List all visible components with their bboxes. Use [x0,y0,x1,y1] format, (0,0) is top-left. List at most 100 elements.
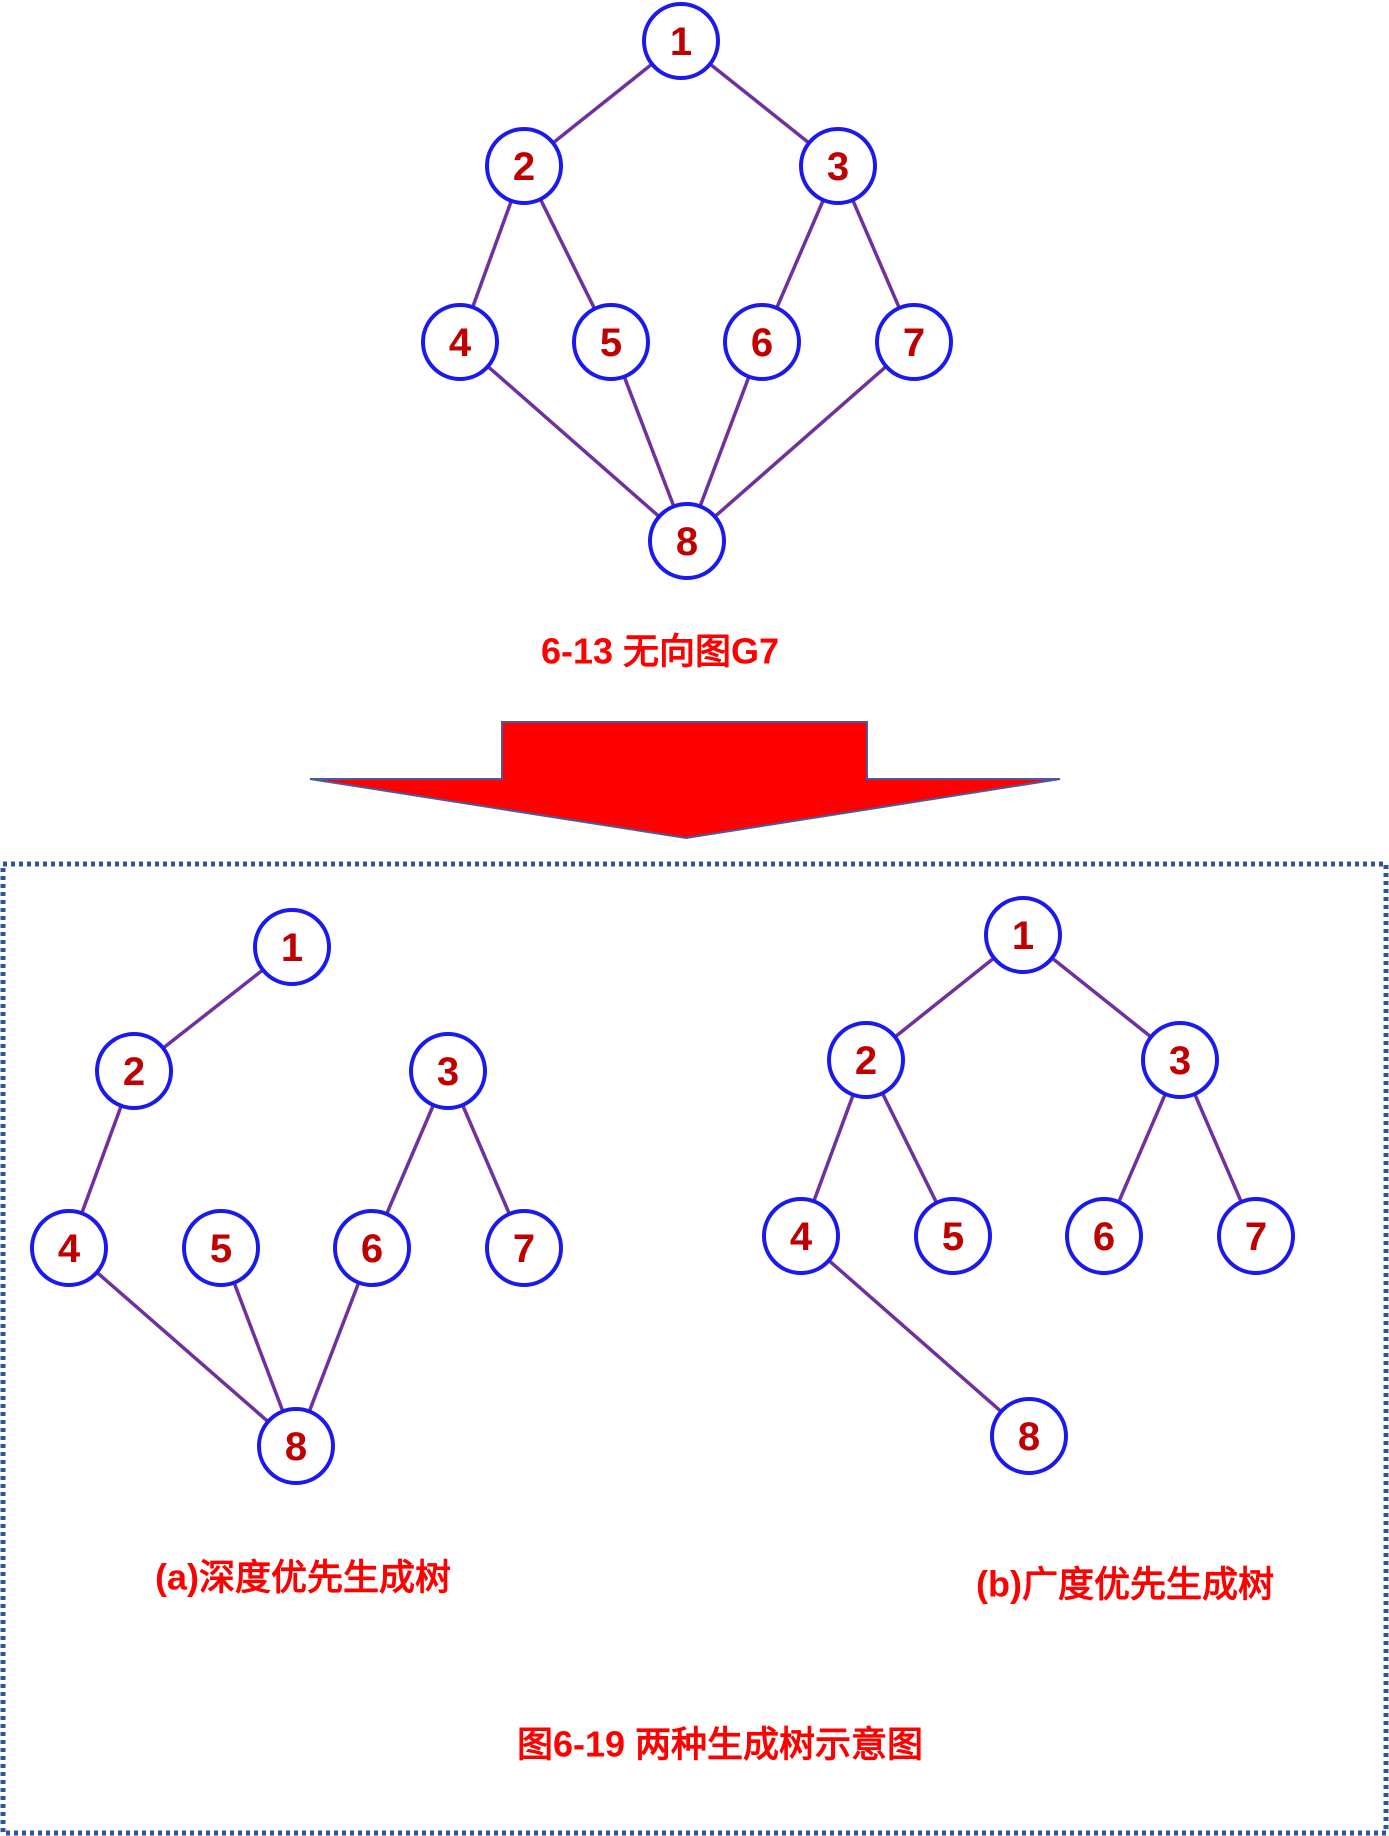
bfs-tree-caption: (b)广度优先生成树 [976,1564,1274,1605]
g7-edge-5-8 [622,375,676,508]
g7-node-label-4: 4 [449,321,472,365]
bfs-edge-2-4 [812,1094,855,1202]
bfs-edge-4-8 [827,1259,1003,1413]
bfs-node-label-8: 8 [1018,1415,1040,1459]
bfs-node-7: 7 [1217,1197,1295,1275]
bfs-node-label-2: 2 [855,1039,877,1083]
dfs-node-circle-3 [409,1032,487,1110]
g7-node-label-3: 3 [827,145,849,189]
bfs-node-circle-5 [914,1197,992,1275]
dfs-node-label-2: 2 [123,1050,145,1094]
dfs-node-circle-5 [182,1209,260,1287]
bfs-node-6: 6 [1065,1197,1143,1275]
g7-node-label-8: 8 [676,520,698,564]
dfs-node-label-6: 6 [361,1227,383,1271]
g7-node-circle-7 [875,303,953,381]
g7-node-8: 8 [648,502,726,580]
g7-node-6: 6 [723,303,801,381]
dfs-node-label-3: 3 [437,1050,459,1094]
g7-edge-7-8 [713,365,888,518]
dfs-node-circle-8 [257,1407,335,1485]
g7-node-circle-1 [642,2,720,80]
bfs-node-3: 3 [1141,1021,1219,1099]
bfs-tree-edges [812,956,1243,1413]
bfs-node-label-6: 6 [1093,1215,1115,1259]
bfs-node-circle-3 [1141,1021,1219,1099]
bfs-tree-nodes: 1 2 3 4 5 6 7 8 [762,896,1295,1475]
dfs-edge-2-4 [80,1105,123,1214]
g7-node-circle-6 [723,303,801,381]
g7-node-label-1: 1 [670,20,692,64]
graph-g7-caption: 6-13 无向图G7 [541,631,779,672]
dfs-node-label-8: 8 [285,1425,307,1469]
bfs-edge-3-6 [1117,1093,1167,1203]
bfs-edge-1-2 [893,956,996,1039]
g7-node-1: 1 [642,2,720,80]
dfs-node-circle-2 [95,1032,173,1110]
g7-node-label-7: 7 [903,321,925,365]
bfs-edge-2-5 [880,1092,939,1204]
dfs-edge-8-6 [307,1281,361,1413]
g7-edge-2-5 [538,198,597,310]
dfs-node-6: 6 [333,1209,411,1287]
bfs-node-5: 5 [914,1197,992,1275]
g7-node-circle-5 [572,303,650,381]
dfs-edge-8-5 [232,1281,285,1413]
dfs-node-label-7: 7 [513,1227,535,1271]
dfs-node-5: 5 [182,1209,260,1287]
bfs-node-2: 2 [827,1021,905,1099]
figure-caption: 图6-19 两种生成树示意图 [517,1724,923,1765]
bfs-node-circle-2 [827,1021,905,1099]
dfs-node-circle-6 [333,1209,411,1287]
g7-node-circle-2 [485,127,563,205]
bfs-node-circle-1 [984,896,1062,974]
g7-node-5: 5 [572,303,650,381]
bfs-edge-3-7 [1193,1093,1243,1203]
bfs-node-4: 4 [762,1197,840,1275]
graph-g7-nodes: 1 2 3 4 5 6 7 8 [421,2,953,580]
dfs-tree-nodes: 1 2 3 4 5 6 7 8 [30,908,563,1485]
g7-edge-1-3 [708,62,811,145]
dfs-node-circle-1 [253,908,331,986]
bfs-node-8: 8 [990,1397,1068,1475]
bfs-node-1: 1 [984,896,1062,974]
dfs-edge-3-7 [460,1104,512,1215]
graph-g7-edges [470,62,901,518]
g7-node-circle-3 [799,127,877,205]
g7-node-circle-8 [648,502,726,580]
dfs-node-label-4: 4 [58,1227,81,1271]
g7-edge-3-6 [775,199,825,309]
dfs-node-2: 2 [95,1032,173,1110]
bfs-node-circle-6 [1065,1197,1143,1275]
bfs-node-label-3: 3 [1169,1039,1191,1083]
down-arrow-icon [309,721,1061,840]
bfs-node-label-4: 4 [790,1215,813,1259]
dfs-node-3: 3 [409,1032,487,1110]
dfs-node-label-1: 1 [281,926,303,970]
g7-node-3: 3 [799,127,877,205]
dfs-node-circle-7 [485,1209,563,1287]
spanning-trees-frame [0,861,1389,1836]
bfs-node-circle-4 [762,1197,840,1275]
bfs-node-label-5: 5 [942,1215,964,1259]
g7-edge-3-7 [851,199,901,309]
bfs-node-label-1: 1 [1012,914,1034,958]
bfs-node-label-7: 7 [1245,1215,1267,1259]
g7-node-label-5: 5 [600,321,622,365]
bfs-node-circle-7 [1217,1197,1295,1275]
g7-node-circle-4 [421,303,499,381]
dfs-node-8: 8 [257,1407,335,1485]
dfs-node-label-5: 5 [210,1227,232,1271]
dfs-tree-edges [80,968,512,1423]
dfs-node-circle-4 [30,1209,108,1287]
g7-node-label-6: 6 [751,321,773,365]
dfs-node-7: 7 [485,1209,563,1287]
bfs-node-circle-8 [990,1397,1068,1475]
g7-edge-4-8 [486,365,661,518]
dfs-edge-1-2 [162,968,264,1050]
g7-node-4: 4 [421,303,499,381]
g7-node-label-2: 2 [513,145,535,189]
g7-node-7: 7 [875,303,953,381]
dfs-node-4: 4 [30,1209,108,1287]
